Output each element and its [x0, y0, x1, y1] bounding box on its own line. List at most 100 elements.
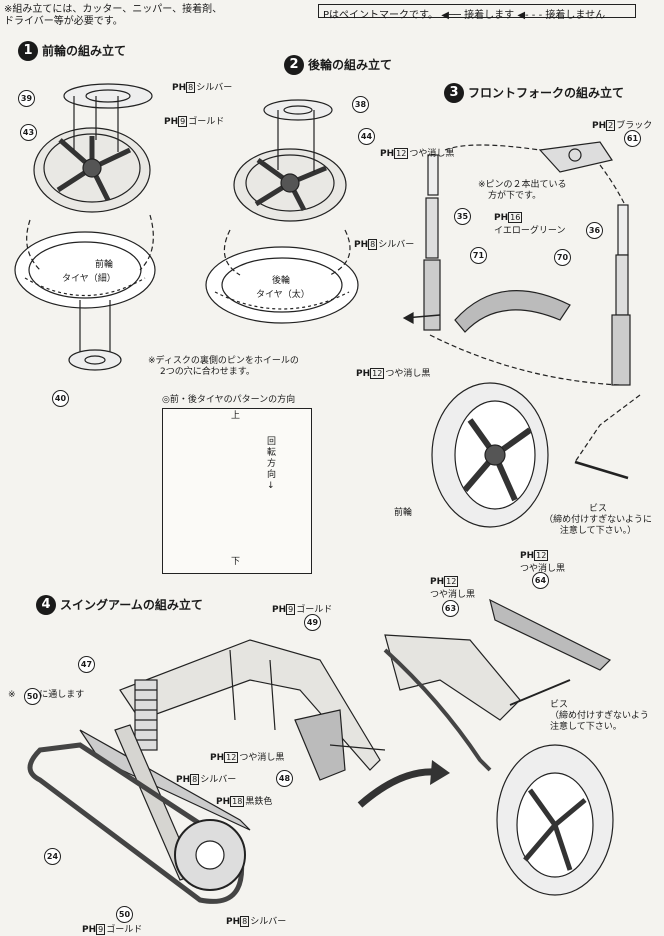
disc-note-line: 2つの穴に合わせます。 — [160, 367, 255, 377]
glue-legend-label: 接着します — [464, 10, 515, 21]
paint-name: ゴールド — [188, 117, 225, 127]
paint-prefix: PH — [380, 149, 395, 159]
paint-number: 8 — [190, 774, 200, 785]
pass-through-note: ※ に通します — [8, 690, 84, 701]
front-tire-label-line: 前輪 — [94, 260, 113, 270]
paint-name: つや消し黒 — [430, 590, 476, 600]
no-glue-arrow-icon: ◀- - - — [517, 10, 543, 21]
part-number: 39 — [18, 90, 35, 107]
screw-note-line: （締め付けすぎないように — [544, 515, 652, 525]
rear-tire-label: 後輪 — [272, 276, 291, 286]
paint-name: つや消し黒 — [520, 564, 566, 574]
paint-prefix: PH — [164, 117, 179, 127]
paint-name: つや消し黒 — [385, 369, 431, 379]
paint-number: 2 — [606, 120, 616, 131]
step-number: 4 — [36, 594, 56, 615]
pass-through-label: に通します — [39, 690, 85, 700]
tools-note-line: ※組み立てには、カッター、ニッパー、接着剤、 — [4, 4, 223, 15]
screw-label: ビス — [588, 504, 607, 514]
paint-number: 12 — [534, 550, 549, 561]
part-number: 40 — [52, 390, 69, 407]
part-number: 43 — [20, 124, 37, 141]
step-title: フロントフォークの組み立て — [468, 86, 625, 100]
screw-label: ビス — [550, 700, 569, 710]
disc-note: ※ディスクの裏側のピンをホイールの 2つの穴に合わせます。 — [148, 356, 299, 378]
paint-name: つや消し黒 — [239, 753, 285, 763]
part-number: 50 — [116, 906, 133, 923]
step-title: 後輪の組み立て — [308, 58, 393, 72]
step-title: スイングアームの組み立て — [60, 598, 203, 612]
paint-name: ゴールド — [296, 605, 333, 615]
screw-note-front: ビス （締め付けすぎないように 注意して下さい。） — [536, 504, 660, 537]
paint-number: 12 — [224, 752, 239, 763]
pattern-bottom-label: 下 — [231, 557, 241, 567]
paint-name: 黒鉄色 — [245, 797, 273, 807]
paint-prefix: PH — [272, 605, 287, 615]
paint-number: 9 — [96, 924, 106, 935]
part-number: 36 — [586, 222, 603, 239]
paint-prefix: PH — [354, 240, 369, 250]
part-number: 49 — [304, 614, 321, 631]
screw-note-rear: ビス （締め付けすぎないよう 注意して下さい。 — [550, 700, 662, 733]
part-number: 63 — [442, 600, 459, 617]
paint-mark-legend: Pはペイントマークです。 — [323, 10, 439, 21]
no-glue-legend-label: 接着しません — [545, 10, 606, 21]
part-number: 70 — [554, 249, 571, 266]
screw-note-line: 注意して下さい。） — [559, 526, 637, 536]
paint-number: 16 — [508, 212, 523, 223]
paint-name: イエローグリーン — [494, 226, 566, 236]
paint-name: シルバー — [196, 83, 233, 93]
paint-prefix: PH — [356, 369, 371, 379]
paint-prefix: PH — [430, 577, 445, 587]
disc-note-line: ※ディスクの裏側のピンをホイールの — [148, 356, 299, 366]
paint-name: ブラック — [616, 121, 653, 131]
paint-prefix: PH — [592, 121, 607, 131]
pattern-title: ◎前・後タイヤのパターンの方向 — [162, 395, 296, 405]
part-number: 47 — [78, 656, 95, 673]
step-number: 2 — [284, 54, 304, 75]
front-fork-assembly — [402, 141, 641, 528]
paint-number: 12 — [370, 368, 385, 379]
rotation-char: 向 — [267, 470, 277, 480]
paint-number: 8 — [368, 239, 378, 250]
paint-name: つや消し黒 — [409, 149, 455, 159]
step-title: 前輪の組み立て — [42, 44, 127, 58]
rear-wheel-assembly — [205, 99, 359, 324]
glue-arrow-icon: ◀── — [441, 10, 461, 21]
part-number: 24 — [44, 848, 61, 865]
pin-note-line: ※ピンの２本出ている — [478, 180, 567, 190]
screw-note-line: 注意して下さい。 — [550, 722, 622, 732]
part-number: 61 — [624, 130, 641, 147]
paint-number: 18 — [230, 796, 245, 807]
step-2-heading: 2 後輪の組み立て — [284, 54, 392, 75]
paint-prefix: PH — [494, 213, 509, 223]
paint-number: 9 — [178, 116, 188, 127]
paint-prefix: PH — [82, 925, 97, 935]
paint-name: シルバー — [378, 240, 415, 250]
screw-note-line: （締め付けすぎないよう — [550, 711, 649, 721]
rotation-char: 回 — [267, 437, 277, 447]
front-wheel-assembly — [14, 83, 156, 371]
part-number: 38 — [352, 96, 369, 113]
paint-name: ゴールド — [106, 925, 143, 935]
front-tire-size-label: タイヤ（細） — [62, 274, 116, 284]
paint-prefix: PH — [520, 551, 535, 561]
tools-note: ※組み立てには、カッター、ニッパー、接着剤、 ドライバー等が必要です。 — [4, 4, 222, 28]
paint-number: 9 — [286, 604, 296, 615]
paint-prefix: PH — [172, 83, 187, 93]
front-tire-label: 前輪 — [84, 260, 124, 271]
step-4-heading: 4 スイングアームの組み立て — [36, 594, 203, 615]
part-number: 71 — [470, 247, 487, 264]
pin-note: ※ピンの２本出ている 方が下です。 — [478, 180, 567, 202]
